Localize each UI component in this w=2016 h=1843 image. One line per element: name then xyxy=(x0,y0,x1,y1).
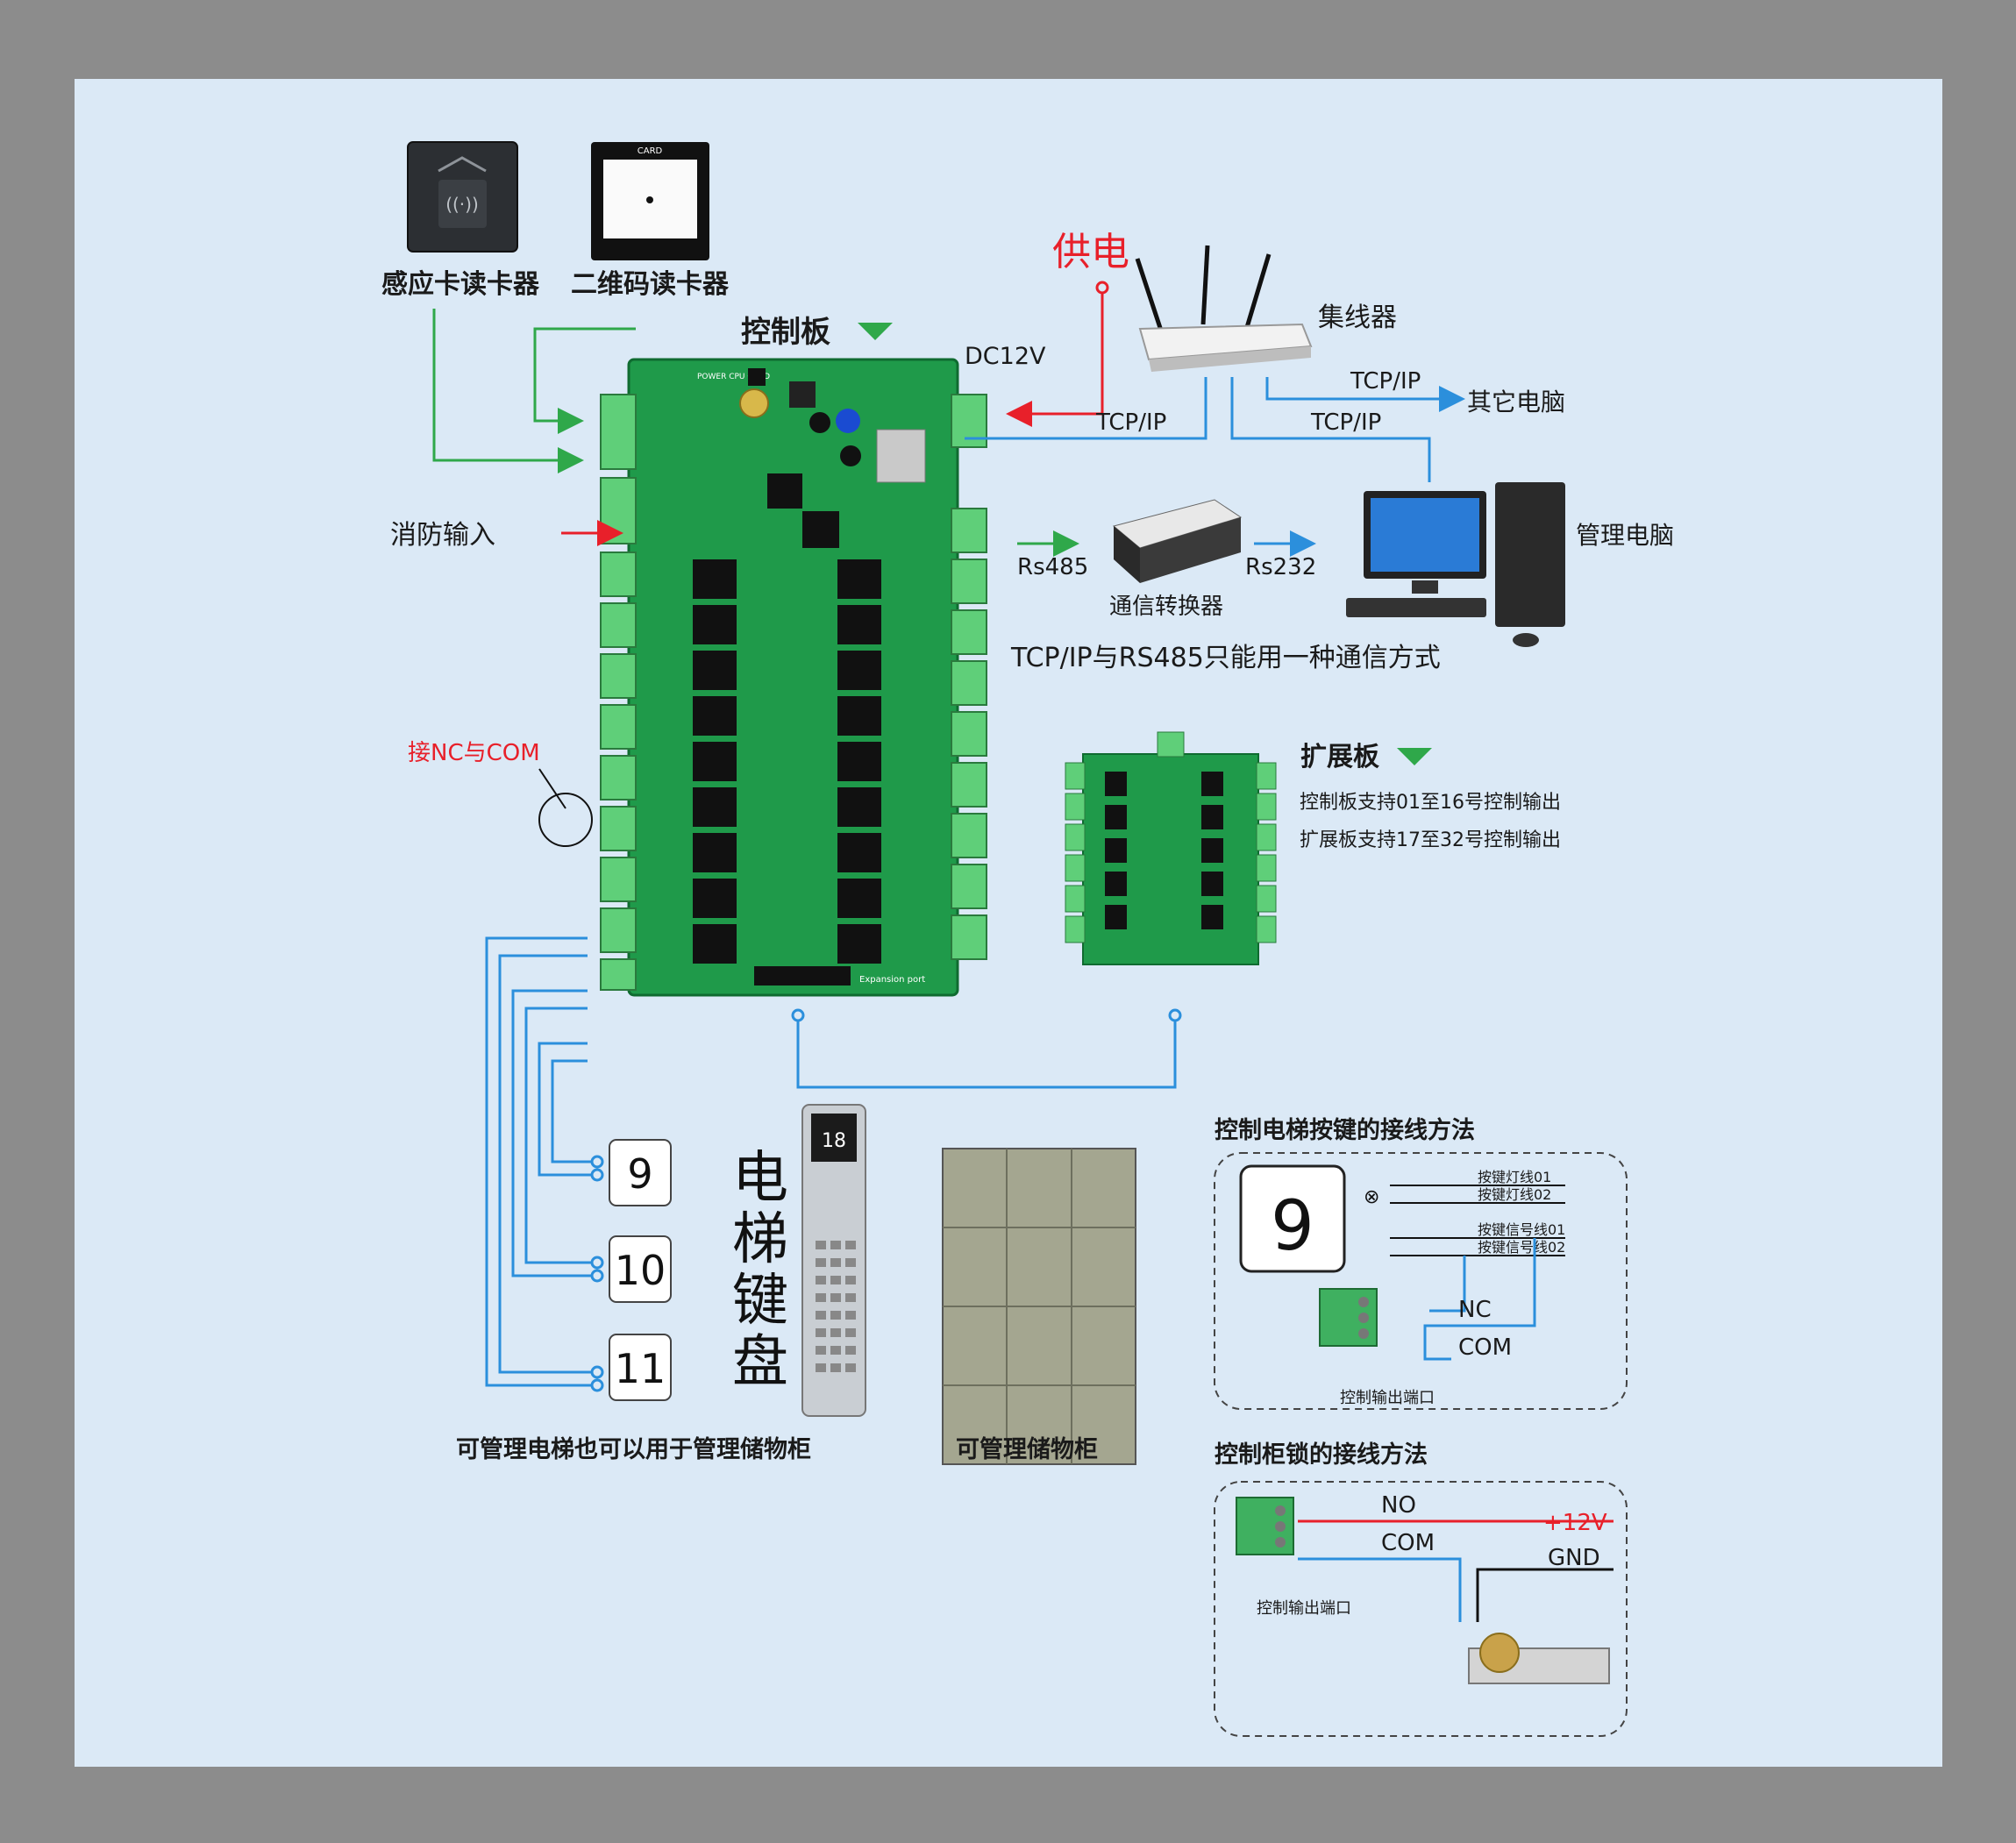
button-11-text: 11 xyxy=(615,1345,666,1392)
management-pc xyxy=(1346,482,1565,647)
nfc-icon: ((·)) xyxy=(445,194,479,215)
terminals-right xyxy=(951,394,987,960)
rs485-label: Rs485 xyxy=(1017,554,1088,580)
tcpip-line-other xyxy=(1265,377,1465,412)
hub-label: 集线器 xyxy=(1318,302,1397,333)
dc12v-label: DC12V xyxy=(965,343,1046,370)
wiring-button-lines xyxy=(1390,1185,1565,1256)
wiring-lock-port-label: 控制输出端口 xyxy=(1257,1599,1351,1618)
terminals-left xyxy=(600,394,637,991)
elevator-caption: 可管理电梯也可以用于管理储物柜 xyxy=(456,1436,811,1463)
wiring-button-port xyxy=(1319,1288,1378,1347)
reader1-arrow xyxy=(432,309,584,473)
relay-column-right xyxy=(837,559,881,964)
wiring-no-label: NO xyxy=(1381,1492,1416,1519)
bulb-icon: ⊗ xyxy=(1364,1186,1379,1208)
converter-device xyxy=(1112,499,1243,583)
power-label: 供电 xyxy=(1052,230,1129,274)
wiring-lock-com-label: COM xyxy=(1381,1530,1435,1556)
power-arrow xyxy=(1006,293,1104,427)
expansion-board xyxy=(1065,731,1277,965)
locker xyxy=(942,1148,1136,1465)
panel-char-1: 电 xyxy=(732,1146,788,1211)
wiring-com-label: COM xyxy=(1458,1334,1512,1361)
tcpip-label-1: TCP/IP xyxy=(1095,409,1166,436)
diagram-canvas: ((·)) 感应卡读卡器 CARD 二维码读卡器 控制板 POWER CPU C… xyxy=(75,79,1942,1767)
expansion-marker-icon xyxy=(1397,748,1432,765)
wire-com-lock xyxy=(1298,1557,1462,1622)
panel-char-2: 梯 xyxy=(732,1207,788,1272)
wire-label-1: 按键灯线01 xyxy=(1478,1169,1551,1185)
comm-note: TCP/IP与RS485只能用一种通信方式 xyxy=(1010,643,1441,673)
reader2-arrow xyxy=(533,327,636,434)
qr-card-text: CARD xyxy=(638,146,663,156)
tcpip-line-board xyxy=(965,377,1207,440)
hub xyxy=(1135,245,1313,372)
converter-label: 通信转换器 xyxy=(1109,594,1223,620)
wire-label-2: 按键灯线02 xyxy=(1478,1186,1551,1203)
card-reader-label: 感应卡读卡器 xyxy=(381,269,540,300)
panel-char-3: 键 xyxy=(732,1269,788,1334)
nc-com-note: 接NC与COM xyxy=(408,740,540,766)
elevator-button-11: 11 xyxy=(609,1334,672,1401)
elevator-button-10: 10 xyxy=(609,1235,672,1303)
tcpip-line-mgmt xyxy=(1230,377,1431,482)
expansion-link xyxy=(796,1019,1177,1089)
wiring-button-port-label: 控制输出端口 xyxy=(1340,1389,1435,1407)
wiring-12v-label: +12V xyxy=(1543,1510,1607,1536)
wire-label-4: 按键信号线02 xyxy=(1478,1239,1565,1256)
wire-label-3: 按键信号线01 xyxy=(1478,1221,1565,1238)
button-10-text: 10 xyxy=(615,1247,666,1294)
wiring-nc-label: NC xyxy=(1458,1297,1492,1323)
board-header-text: POWER CPU CARD xyxy=(697,373,770,381)
mgmt-pc-label: 管理电脑 xyxy=(1576,521,1674,550)
nc-com-circle xyxy=(538,793,593,847)
nc-com-pointer xyxy=(538,768,566,809)
wire-nc xyxy=(1429,1256,1466,1313)
wiring-button-box xyxy=(1214,1152,1628,1410)
wiring-lock-box xyxy=(1214,1481,1628,1737)
expansion-desc-1: 控制板支持01至16号控制输出 xyxy=(1300,792,1561,814)
panel-display: 18 xyxy=(822,1130,846,1152)
expansion-port-text: Expansion port xyxy=(859,975,925,985)
wiring-lock-title: 控制柜锁的接线方法 xyxy=(1215,1441,1428,1469)
lock-device xyxy=(1468,1633,1610,1684)
relay-column-left xyxy=(693,559,737,964)
qr-reader: CARD 二维码读卡器 xyxy=(571,142,730,300)
control-board: POWER CPU CARD xyxy=(600,358,987,997)
qr-reader-label: 二维码读卡器 xyxy=(571,269,730,300)
other-pc-label: 其它电脑 xyxy=(1467,388,1565,416)
wiring-lock-port xyxy=(1236,1497,1294,1555)
wire-com xyxy=(1423,1238,1536,1361)
wiring-button-title: 控制电梯按键的接线方法 xyxy=(1215,1116,1475,1144)
wiring-button-9 xyxy=(1239,1164,1346,1273)
wire-gnd xyxy=(1476,1568,1614,1622)
elevator-panel: 18 xyxy=(801,1104,866,1417)
expansion-label: 扩展板 xyxy=(1300,742,1379,772)
fire-input-label: 消防输入 xyxy=(390,520,495,551)
wiring-diagram: ((·)) 感应卡读卡器 CARD 二维码读卡器 控制板 POWER CPU C… xyxy=(381,141,1674,1737)
elevator-keypad-label: 电 梯 键 盘 xyxy=(732,1146,788,1395)
wiring-button-9-text: 9 xyxy=(1271,1187,1314,1266)
panel-char-4: 盘 xyxy=(732,1330,788,1395)
tcpip-label-2: TCP/IP xyxy=(1350,368,1421,395)
tcpip-label-3: TCP/IP xyxy=(1310,409,1381,436)
button-wires xyxy=(485,936,592,1387)
control-board-label: 控制板 xyxy=(741,315,830,350)
button-9-text: 9 xyxy=(627,1150,652,1198)
card-reader: ((·)) 感应卡读卡器 xyxy=(381,141,540,300)
expansion-desc-2: 扩展板支持17至32号控制输出 xyxy=(1300,829,1561,851)
locker-caption: 可管理储物柜 xyxy=(956,1436,1098,1463)
wiring-gnd-label: GND xyxy=(1548,1545,1600,1571)
rs232-label: Rs232 xyxy=(1245,554,1316,580)
control-board-marker-icon xyxy=(858,323,893,340)
elevator-button-9: 9 xyxy=(609,1139,672,1206)
